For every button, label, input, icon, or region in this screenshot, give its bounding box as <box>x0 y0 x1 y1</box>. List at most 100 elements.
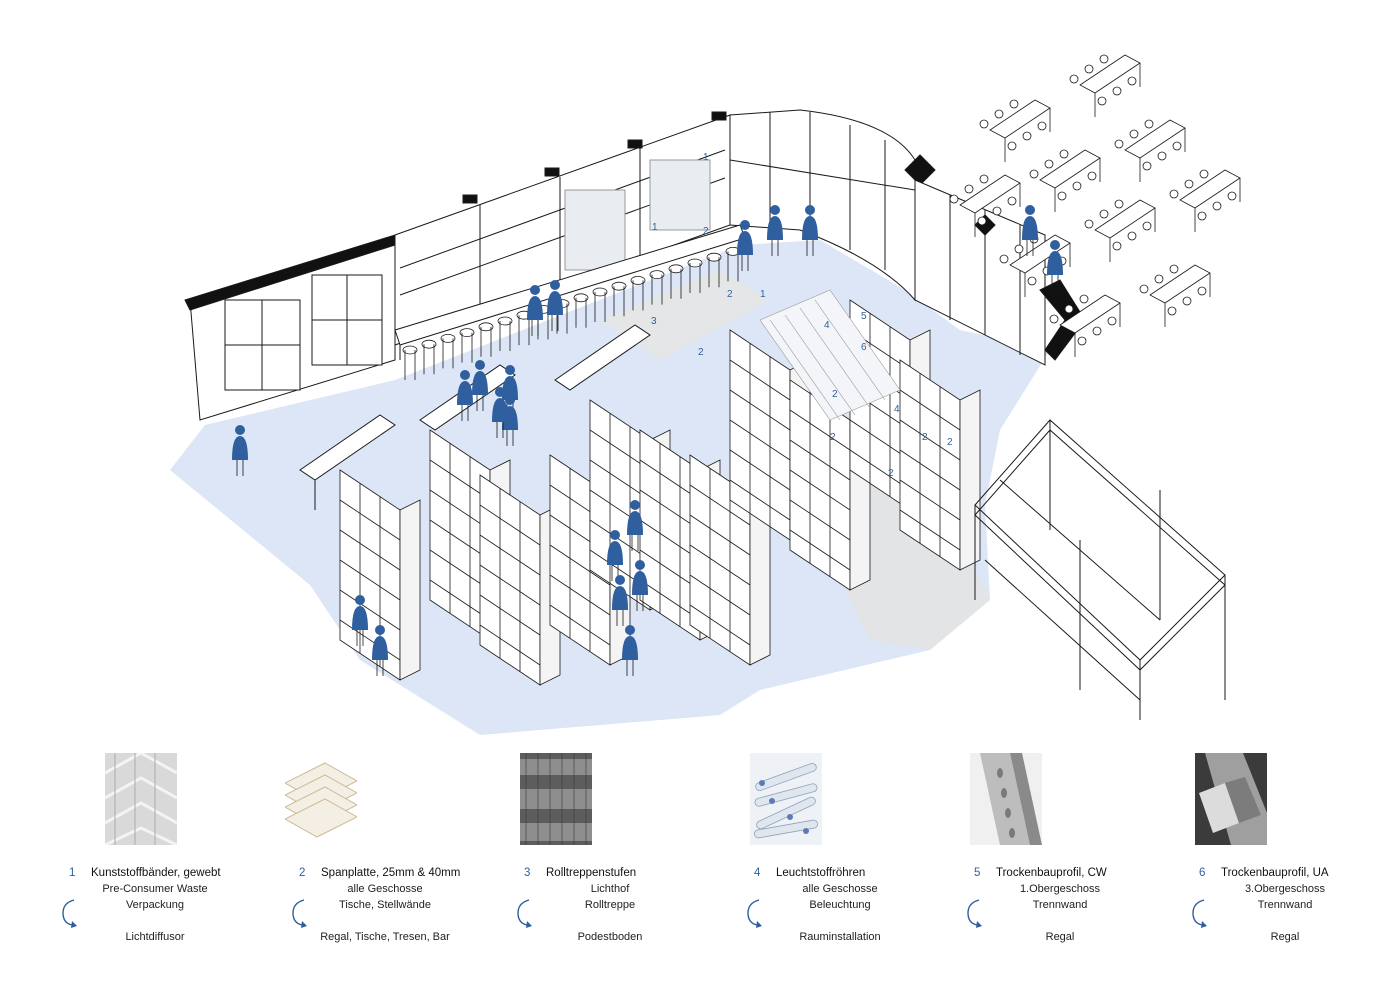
material-origin: Verpackung <box>125 899 185 911</box>
material-origin: Tische, Stellwände <box>339 899 431 911</box>
reuse-arrow-icon <box>292 899 307 928</box>
reuse-arrow-icon <box>62 899 77 928</box>
person-figure <box>502 365 518 416</box>
bar-stool <box>706 252 722 288</box>
person-figure <box>632 560 648 611</box>
light-installation <box>759 289 901 421</box>
person-figure <box>612 575 628 626</box>
zone-number: 2 <box>888 468 894 479</box>
material-title: Trockenbauprofil, UA <box>1221 867 1329 879</box>
cafe-table <box>1049 294 1121 357</box>
reuse-arrow-icon <box>517 899 532 928</box>
cafe-table <box>1069 54 1141 117</box>
bar-stool <box>402 345 418 380</box>
cafe-table <box>979 99 1051 162</box>
zone-number: 1 <box>652 222 658 233</box>
material-source: 1.Obergeschoss <box>1019 883 1101 895</box>
material-title: Kunststoffbänder, gewebt <box>91 867 221 879</box>
material-number: 1 <box>69 867 76 879</box>
zone-number: 2 <box>830 432 836 443</box>
zone-number: 1 <box>703 152 709 163</box>
material-reuse: Regal, Tische, Tresen, Bar <box>320 931 450 943</box>
shelving-units <box>339 299 981 686</box>
person-figure <box>232 425 248 476</box>
material-title: Trockenbauprofil, CW <box>996 867 1107 879</box>
material-origin: Rolltreppe <box>584 899 636 911</box>
zone-number: 2 <box>727 289 733 300</box>
person-figure <box>1022 205 1038 256</box>
cafe-table <box>1084 199 1156 262</box>
bar-stool <box>687 258 703 293</box>
person-figure <box>622 625 638 676</box>
person-figure <box>527 285 543 336</box>
zone-number: 1 <box>760 289 766 300</box>
cafe-table <box>1139 264 1211 327</box>
material-swatch <box>1195 753 1267 845</box>
zone-number: 2 <box>832 389 838 400</box>
material-reuse: Regal <box>1270 931 1300 943</box>
bar-stool <box>725 246 741 282</box>
bar-stool <box>668 264 684 299</box>
material-source: alle Geschosse <box>347 883 423 895</box>
cafe-table <box>949 174 1021 237</box>
bar-stool <box>592 287 608 322</box>
person-figure <box>627 500 643 551</box>
material-number: 5 <box>974 867 981 879</box>
bar-stool <box>649 270 665 305</box>
material-reuse: Regal <box>1045 931 1075 943</box>
cafe-tables <box>949 54 1241 357</box>
reuse-arrow-icon <box>1192 899 1207 928</box>
shelf-unit <box>689 454 771 666</box>
person-figure <box>352 595 368 646</box>
person-figure <box>492 387 508 438</box>
zone-number: 5 <box>861 311 867 322</box>
material-swatch <box>750 753 822 845</box>
material-origin: Trennwand <box>1257 899 1313 911</box>
person-figure <box>802 205 818 256</box>
scaffold-frame <box>974 419 1226 720</box>
person-figure <box>547 280 563 331</box>
zone-number: 4 <box>824 320 830 331</box>
bar-stool <box>573 293 589 328</box>
material-swatch <box>285 753 357 845</box>
bar-stool <box>630 275 646 311</box>
people-figures <box>232 205 1063 676</box>
material-swatch <box>105 753 177 845</box>
material-number: 3 <box>524 867 531 879</box>
material-number: 6 <box>1199 867 1206 879</box>
material-source: Lichthof <box>590 883 630 895</box>
bar-stool <box>421 339 437 375</box>
material-reuse: Rauminstallation <box>799 931 881 943</box>
bar-stool <box>497 316 513 351</box>
cafe-table <box>1114 119 1186 182</box>
material-title: Rolltreppenstufen <box>546 867 637 879</box>
zone-number: 6 <box>861 342 867 353</box>
floor-shade <box>840 450 990 650</box>
cafe-table <box>1169 169 1241 232</box>
person-figure <box>737 220 753 271</box>
material-reuse: Podestboden <box>577 931 643 943</box>
bar-stool <box>611 281 627 317</box>
person-figure <box>457 370 473 421</box>
material-origin: Trennwand <box>1032 899 1088 911</box>
person-figure <box>767 205 783 256</box>
person-figure <box>1047 240 1063 291</box>
zone-number: 3 <box>651 316 657 327</box>
material-source: 3.Obergeschoss <box>1244 883 1326 895</box>
material-origin: Beleuchtung <box>809 899 871 911</box>
material-title: Leuchtstoffröhren <box>776 867 866 879</box>
material-number: 2 <box>299 867 306 879</box>
bar-stool <box>440 333 456 369</box>
zone-number: 2 <box>703 226 709 237</box>
material-swatch <box>970 753 1042 845</box>
zone-number: 2 <box>947 437 953 448</box>
